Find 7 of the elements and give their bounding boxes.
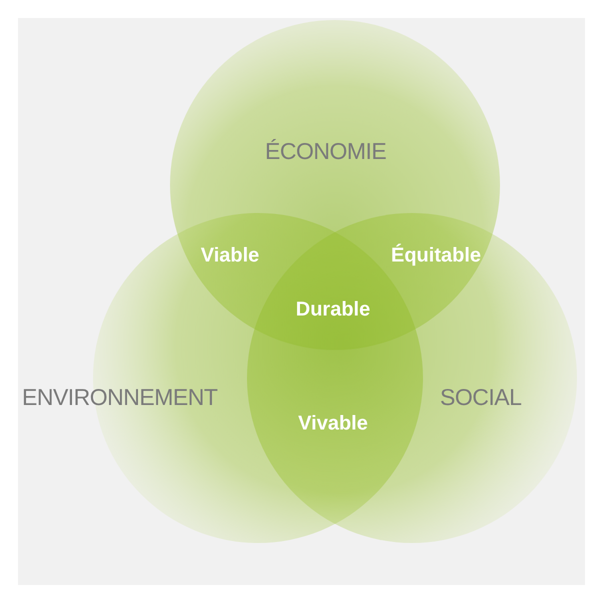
circle-title: SOCIAL	[440, 384, 522, 411]
overlap-label: Équitable	[391, 244, 481, 268]
circle-title: ÉCONOMIE	[265, 138, 386, 165]
overlap-label: Vivable	[298, 412, 368, 436]
overlap-label: Viable	[200, 244, 260, 268]
circle-title: ENVIRONNEMENT	[22, 384, 218, 411]
overlap-label: Durable	[296, 298, 370, 322]
